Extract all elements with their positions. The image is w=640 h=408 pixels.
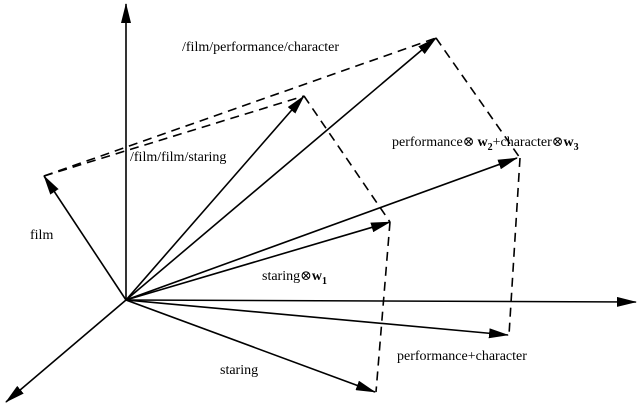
otimes-symbol-2: ⊗	[463, 135, 475, 150]
w3-symbol: w	[564, 135, 575, 150]
dashed-character-to-w2w3	[435, 37, 521, 159]
vector-staring	[125, 299, 376, 393]
label-performance-w2-character-w3: performance⊗w2+character⊗w3	[392, 135, 579, 153]
label-plus-character: +character	[493, 135, 553, 150]
w3-subscript: 3	[574, 142, 579, 153]
dashed-film-to-staring-path	[43, 95, 305, 177]
w2-symbol: w	[477, 135, 488, 150]
label-path-character: /film/performance/character	[182, 40, 339, 55]
vector-staring-w1	[125, 221, 391, 301]
label-performance-plus-character: performance+character	[397, 349, 527, 364]
w1-subscript: 1	[322, 276, 327, 287]
dashed-w1-to-staring	[375, 221, 391, 393]
label-staring: staring	[220, 363, 258, 378]
label-staring-w1-word: staring	[262, 269, 300, 284]
vector-performance-w2-character-w3	[125, 157, 518, 301]
axis-down-left	[5, 299, 127, 403]
label-performance-word: performance	[392, 135, 463, 150]
vector-film	[43, 175, 127, 301]
label-path-staring: /film/film/staring	[130, 150, 226, 165]
dashed-film-to-character	[43, 37, 437, 177]
vector-performance-plus-character	[125, 299, 509, 339]
axis-right	[125, 296, 637, 307]
vector-path-character	[125, 37, 437, 301]
label-staring-w1: staring⊗w1	[262, 269, 327, 287]
dashed-staring-path-to-w1	[303, 95, 391, 223]
w2-subscript: 2	[488, 142, 493, 153]
otimes-symbol-3: ⊗	[552, 135, 564, 150]
otimes-symbol: ⊗	[300, 269, 312, 284]
w1-symbol: w	[312, 269, 323, 284]
label-film: film	[30, 228, 53, 243]
vector-path-staring	[125, 95, 305, 301]
dashed-w2w3-to-sum	[508, 157, 521, 336]
